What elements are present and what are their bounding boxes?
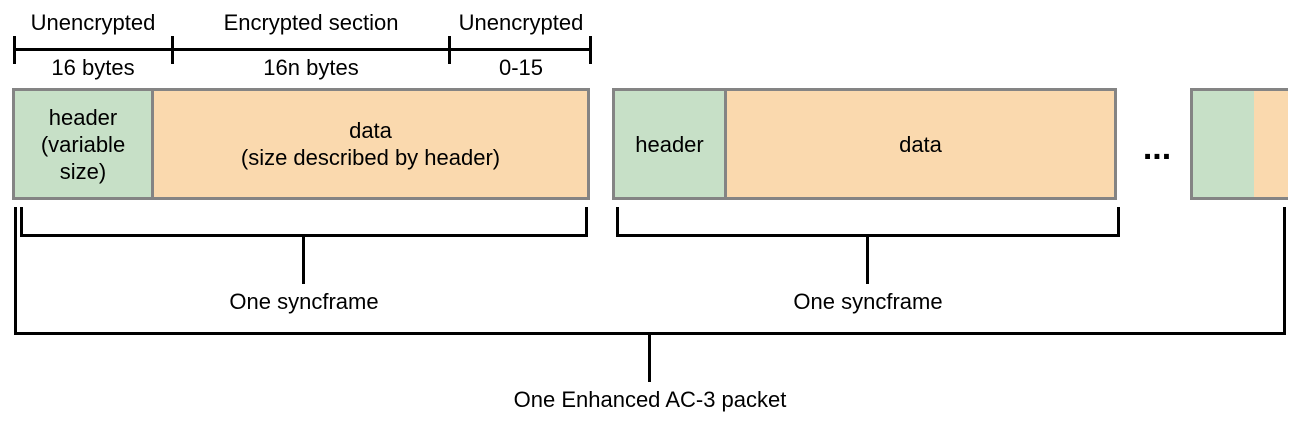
syncframe-1-caption: One syncframe — [229, 289, 379, 314]
syncframe-1-data-cell: data (size described by header) — [240, 118, 501, 170]
syncframe-2-header-cell: header — [615, 91, 727, 197]
ruler-tick-2 — [171, 36, 174, 64]
ruler-size-label-16n-bytes: 16n bytes — [263, 55, 359, 80]
syncframe-2-block: header data — [612, 88, 1117, 200]
ruler-tick-3 — [448, 36, 451, 64]
syncframe-2-bracket — [616, 207, 1120, 237]
ruler-segment-label-unencrypted-right: Unencrypted — [458, 10, 584, 35]
partial-syncframe-block — [1190, 88, 1288, 200]
partial-syncframe-data-cell — [1254, 91, 1288, 197]
syncframe-1-header-cell: header (variable size) — [15, 91, 154, 197]
packet-bracket-stem — [648, 334, 651, 382]
ruler-size-label-16-bytes: 16 bytes — [51, 55, 135, 80]
syncframe-2-data-cell: data — [899, 131, 942, 157]
ruler-segment-label-encrypted-section: Encrypted section — [223, 10, 399, 35]
syncframe-1-bracket-stem — [302, 236, 305, 284]
ruler-line — [14, 48, 592, 51]
ruler-segment-label-unencrypted-left: Unencrypted — [30, 10, 156, 35]
syncframe-2-caption: One syncframe — [793, 289, 943, 314]
ruler-size-label-0-15: 0-15 — [498, 55, 544, 80]
syncframe-2-bracket-stem — [866, 236, 869, 284]
syncframe-1-bracket — [20, 207, 588, 237]
ruler-tick-1 — [13, 36, 16, 64]
partial-syncframe-header-cell — [1193, 91, 1254, 197]
packet-caption: One Enhanced AC-3 packet — [513, 387, 787, 412]
ellipsis-icon: ... — [1142, 129, 1172, 167]
packet-bracket — [14, 207, 1286, 335]
ruler-tick-4 — [589, 36, 592, 64]
syncframe-1-block: header (variable size) data (size descri… — [12, 88, 590, 200]
